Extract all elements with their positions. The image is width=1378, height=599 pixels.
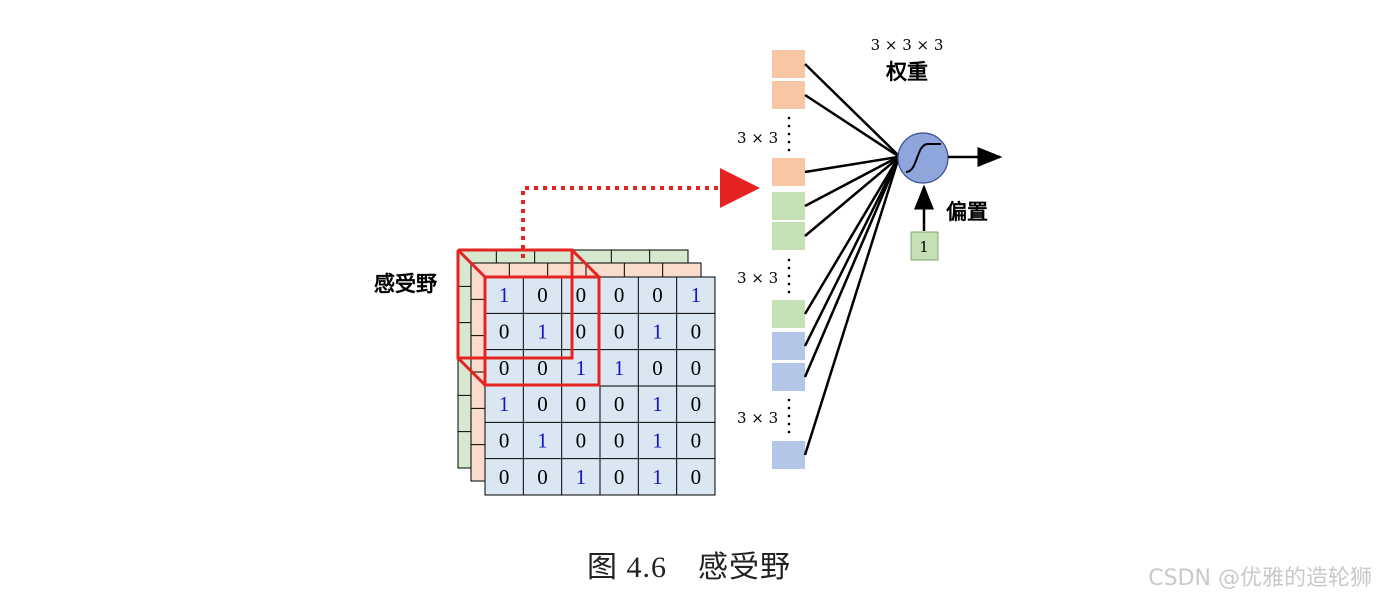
figure-caption: 图 4.6 感受野: [587, 551, 791, 584]
grid-cell-value: 0: [652, 283, 663, 307]
sigmoid-icon: [905, 143, 941, 173]
grid-cell-value: 1: [691, 283, 702, 307]
grid-cell-value: 1: [652, 320, 663, 344]
weight-block: [772, 300, 805, 328]
weight-block: [772, 332, 805, 360]
grid-cell-value: 1: [652, 465, 663, 489]
grid-cell-value: 0: [614, 429, 625, 453]
grid-cell-value: 0: [691, 356, 702, 380]
weight-block: [772, 158, 805, 186]
grid-cell-value: 0: [576, 429, 587, 453]
grid-cell-value: 0: [537, 356, 548, 380]
grid-cell-value: 1: [537, 320, 548, 344]
grid-cell-value: 0: [537, 465, 548, 489]
grid-cell-value: 1: [499, 283, 510, 307]
grid-cell-value: 0: [499, 356, 510, 380]
ellipsis-dots: [787, 116, 791, 434]
group-label: 3 × 3: [737, 409, 778, 427]
grid-cell-value: 0: [499, 320, 510, 344]
receptive-field-arrow: [521, 168, 760, 258]
grid-cell-value: 0: [691, 392, 702, 416]
grid-cell-value: 1: [576, 356, 587, 380]
weight-block: [772, 222, 805, 250]
grid-cell-value: 0: [499, 429, 510, 453]
grid-cell-value: 0: [614, 392, 625, 416]
grid-cell-value: 0: [614, 283, 625, 307]
bias-label: 偏置: [946, 200, 988, 224]
receptive-field-label: 感受野: [374, 272, 437, 296]
grid-cell-value: 1: [576, 465, 587, 489]
weight-connections: [803, 63, 900, 456]
grid-cell-value: 1: [614, 356, 625, 380]
grid-cell-value: 0: [576, 320, 587, 344]
group-label: 3 × 3: [737, 129, 778, 147]
grid-cell-value: 0: [499, 465, 510, 489]
input-grid-values: 1 0 0 0 0 1 0 1 0 0 1 0 0 0 1 1 0 0 1 0 0 0 1 0 0 1 0 0 1 0 0 0 1 0 1 0: [499, 283, 701, 489]
weight-block: [772, 363, 805, 391]
bias-box: [910, 231, 939, 261]
neuron: [897, 132, 949, 184]
weight-block: [772, 192, 805, 220]
weights-dims: 3 × 3 × 3: [871, 36, 944, 54]
watermark: CSDN @优雅的造轮狮: [1148, 566, 1372, 591]
grid-cell-value: 0: [691, 465, 702, 489]
grid-cell-value: 0: [691, 429, 702, 453]
weight-column: [772, 50, 805, 469]
grid-cell-value: 1: [537, 429, 548, 453]
weight-block: [772, 81, 805, 109]
bias-value: 1: [919, 238, 929, 256]
receptive-field-box: [456, 248, 601, 387]
grid-cell-value: 0: [652, 356, 663, 380]
grid-cell-value: 0: [576, 392, 587, 416]
grid-cell-value: 0: [576, 283, 587, 307]
weights-label: 权重: [885, 60, 928, 84]
grid-cell-value: 0: [691, 320, 702, 344]
grid-cell-value: 1: [652, 429, 663, 453]
weight-block: [772, 441, 805, 469]
grid-cell-value: 1: [499, 392, 510, 416]
grid-cell-value: 0: [614, 465, 625, 489]
grid-cell-value: 1: [652, 392, 663, 416]
weight-block: [772, 50, 805, 78]
grid-cell-value: 0: [537, 392, 548, 416]
group-label: 3 × 3: [737, 269, 778, 287]
grid-cell-value: 0: [614, 320, 625, 344]
grid-cell-value: 0: [537, 283, 548, 307]
